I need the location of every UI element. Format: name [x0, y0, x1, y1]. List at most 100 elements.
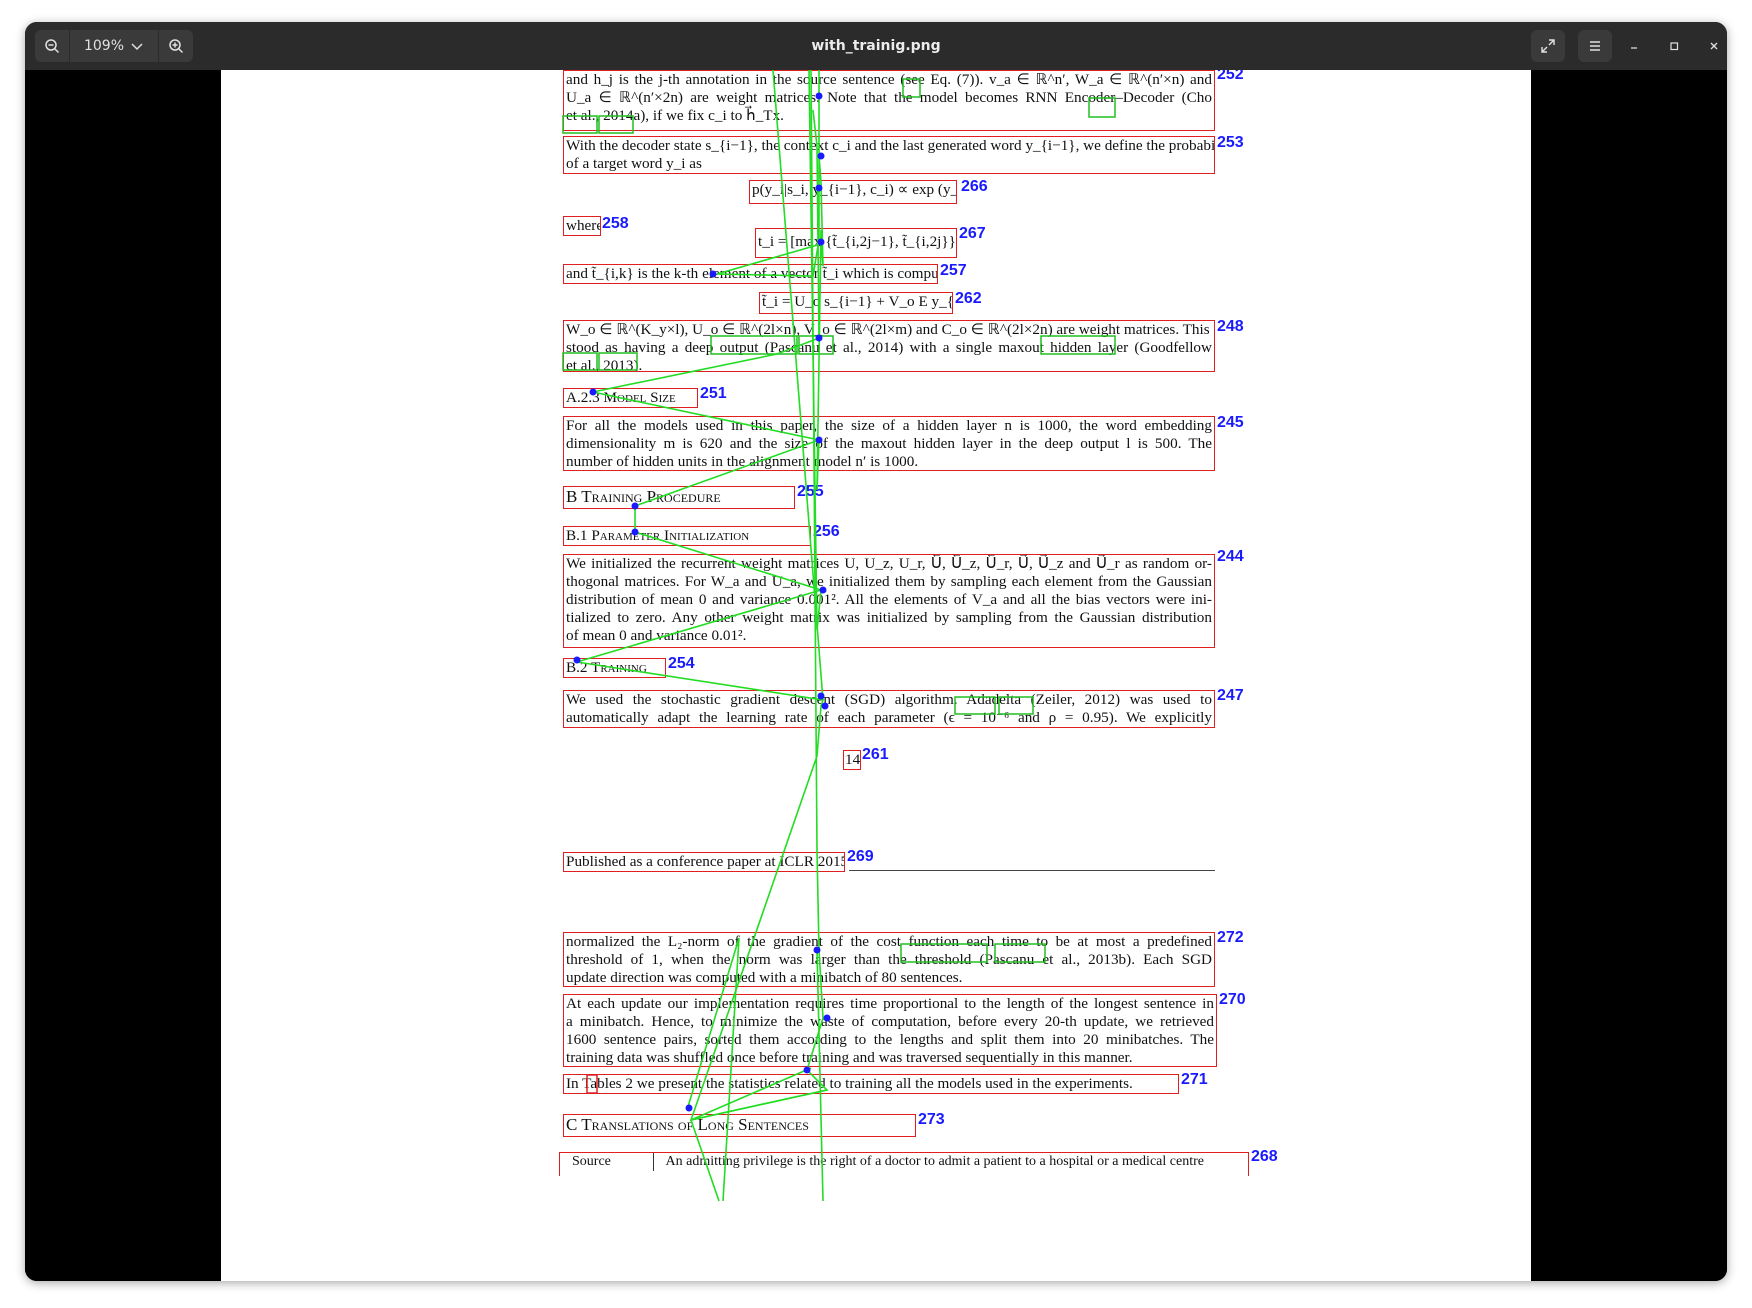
text-line: update direction was computed with a min… — [566, 969, 963, 986]
text-line: At each update our implementation requir… — [566, 995, 1214, 1012]
minimize-icon — [1631, 47, 1637, 49]
text-block-258: where — [563, 216, 601, 236]
text-line: thogonal matrices. For W_a and U_a, we i… — [566, 573, 1212, 590]
fullscreen-button[interactable] — [1531, 30, 1565, 62]
text-line: We used the stochastic gradient descent … — [566, 691, 1212, 708]
text-line: training data was shuffled once before t… — [566, 1049, 1133, 1066]
section-heading-273: C Translations of Long Sentences — [563, 1114, 916, 1137]
text-line: of a target word y_i as — [566, 155, 702, 172]
maximize-button[interactable] — [1662, 34, 1686, 58]
zoom-level-dropdown[interactable]: 109% — [69, 30, 159, 62]
heading-text: B Training Procedure — [566, 487, 721, 506]
chevron-down-icon — [131, 43, 143, 51]
zoom-in-icon — [169, 39, 184, 54]
table-block-268: Source An admitting privilege is the rig… — [559, 1152, 1249, 1176]
block-label: 256 — [813, 523, 840, 540]
text-line: W_o ∈ ℝ^(K_y×l), U_o ∈ ℝ^(2l×n), V_o ∈ ℝ… — [566, 321, 1214, 338]
text-line: et al., 2013). — [566, 357, 643, 372]
citation-box — [994, 943, 1046, 963]
image-canvas[interactable]: and h_j is the j-th annotation in the so… — [25, 70, 1727, 1281]
reading-order-points — [573, 92, 831, 1112]
image-viewer-window: 109% with_trainig.png — [25, 22, 1727, 1281]
text-line: of mean 0 and variance 0.01². — [566, 627, 747, 644]
window-title: with_trainig.png — [811, 38, 941, 54]
text-line: With the decoder state s_{i−1}, the cont… — [566, 137, 1215, 154]
text-block-272: normalized the L₂-norm of the gradient o… — [563, 932, 1215, 987]
block-label: 251 — [700, 385, 727, 402]
running-header: Published as a conference paper at ICLR … — [566, 853, 845, 870]
equation-block-267: t_i = [max {t̃_{i,2j−1}, t̃_{i,2j}}]⊤_{j… — [755, 228, 957, 258]
hamburger-menu-icon — [1590, 41, 1600, 51]
table-cell-source: Source — [562, 1153, 654, 1171]
citation-box — [562, 115, 598, 134]
close-icon — [1710, 42, 1718, 50]
equation-block-266: p(y_i|s_i, y_{i−1}, c_i) ∝ exp (y_i⊤ W_o… — [749, 180, 957, 204]
citation-box — [998, 696, 1034, 715]
equation-text: t̃_i = U_o s_{i−1} + V_o E y_{i−1} + C_o… — [762, 293, 953, 310]
page-number-block-261: 14 — [843, 750, 861, 770]
text-line: automatically adapt the learning rate of… — [566, 709, 1212, 726]
inner-citation-boxes — [562, 78, 1116, 963]
text-block-271: In Tables 2 we present the statistics re… — [563, 1074, 1179, 1094]
block-label: 268 — [1251, 1148, 1278, 1165]
text-line: 1600 sentence pairs, sorted them accordi… — [566, 1031, 1214, 1048]
block-label: 252 — [1217, 70, 1244, 83]
text-block-252: and h_j is the j-th annotation in the so… — [563, 70, 1215, 131]
minimize-button[interactable] — [1622, 34, 1646, 58]
text-line: et al., 2014a), if we fix c_i to h⃗_Tx. — [566, 107, 784, 124]
block-label: 272 — [1217, 929, 1244, 946]
block-label: 266 — [961, 178, 988, 195]
citation-box — [598, 115, 634, 134]
block-label: 262 — [955, 290, 982, 307]
equation-block-262: t̃_i = U_o s_{i−1} + V_o E y_{i−1} + C_o… — [759, 292, 953, 314]
maximize-icon — [1670, 42, 1679, 51]
citation-box — [1040, 335, 1116, 355]
text-line: tialized to zero. Any other weight matri… — [566, 609, 1212, 626]
page-number: 14 — [845, 751, 861, 768]
text-line: dimensionality m is 620 and the size of … — [566, 435, 1212, 452]
text-line: and h_j is the j-th annotation in the so… — [566, 71, 1212, 88]
document-image: and h_j is the j-th annotation in the so… — [221, 70, 1531, 1281]
annotation-overlay — [562, 70, 1116, 1202]
main-menu-button[interactable] — [1578, 30, 1612, 62]
block-label: 257 — [940, 262, 967, 279]
citation-box — [902, 78, 921, 98]
text-line: In Tables 2 we present the statistics re… — [566, 1075, 1133, 1092]
text-line: We initialized the recurrent weight matr… — [566, 555, 1212, 572]
block-label: 261 — [862, 746, 889, 763]
text-block-248: W_o ∈ ℝ^(K_y×l), U_o ∈ ℝ^(2l×n), V_o ∈ ℝ… — [563, 320, 1215, 372]
block-label: 270 — [1219, 991, 1246, 1008]
text-line: U_a ∈ ℝ^(n′×2n) are weight matrices. Not… — [566, 89, 1212, 106]
text-block-253: With the decoder state s_{i−1}, the cont… — [563, 136, 1215, 174]
text-line: distribution of mean 0 and variance 0.00… — [566, 591, 1212, 608]
citation-box — [1088, 97, 1116, 118]
header-block-269: Published as a conference paper at ICLR … — [563, 852, 845, 872]
block-label: 247 — [1217, 687, 1244, 704]
block-label: 254 — [668, 655, 695, 672]
zoom-level-text: 109% — [83, 38, 125, 54]
zoom-out-button[interactable] — [35, 30, 69, 62]
block-label: 271 — [1181, 1071, 1208, 1088]
table-cell-text: An admitting privilege is the right of a… — [665, 1154, 1204, 1169]
block-label: 253 — [1217, 134, 1244, 151]
text-line: a minibatch. Hence, to minimize the wast… — [566, 1013, 1214, 1030]
text-line: where — [566, 217, 601, 234]
text-line: and t̃_{i,k} is the k-th element of a ve… — [566, 265, 938, 282]
block-label: 258 — [602, 215, 629, 232]
text-block-247: We used the stochastic gradient descent … — [563, 690, 1215, 728]
section-heading-255: B Training Procedure — [563, 486, 795, 509]
citation-box — [900, 943, 988, 963]
zoom-control-group: 109% — [35, 30, 193, 62]
close-button[interactable] — [1702, 34, 1726, 58]
block-label: 269 — [847, 848, 874, 865]
citation-box — [710, 335, 798, 355]
block-label: 267 — [959, 225, 986, 242]
citation-box — [954, 696, 996, 715]
text-block-244: We initialized the recurrent weight matr… — [563, 554, 1215, 648]
zoom-out-icon — [45, 39, 60, 54]
header-rule — [849, 870, 1215, 871]
zoom-in-button[interactable] — [159, 30, 193, 62]
block-label: 244 — [1217, 548, 1244, 565]
table-ref-box — [586, 1074, 598, 1094]
block-label: 273 — [918, 1111, 945, 1128]
